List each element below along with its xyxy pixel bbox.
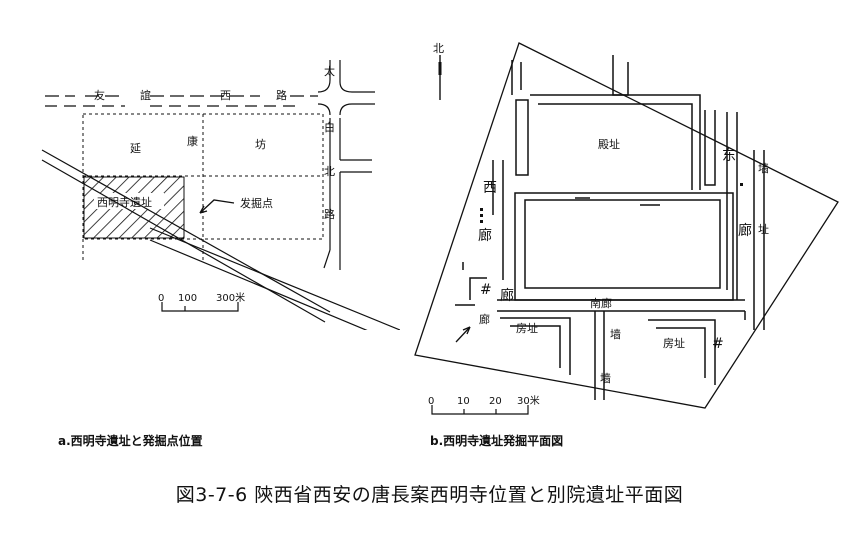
dig-point-label: 发掘点 <box>240 196 273 210</box>
scale-b-tick-0: 0 <box>428 396 434 407</box>
figure-caption: 図3-7-6 陝西省西安の唐長案西明寺位置と別院遺址平面図 <box>175 484 684 506</box>
road-taibai-north <box>323 118 372 270</box>
north-label: 北 <box>433 42 444 55</box>
ximing-site-label: 西明寺遺址 <box>97 195 152 209</box>
panel-b-excavation-plan: 北 <box>414 42 839 409</box>
road-label-bai: 白 <box>324 120 335 134</box>
block-label-fang: 坊 <box>255 137 266 151</box>
road-label-bei: 北 <box>324 165 335 178</box>
panel-b-caption: b.西明寺遺址発掘平面図 <box>430 433 563 448</box>
plan-walls <box>455 55 765 400</box>
dotted-marks <box>480 183 743 223</box>
diagonal-rail-lines <box>41 149 400 330</box>
wall-center-label-2: 墙 <box>600 371 611 385</box>
panel-a-caption: a.西明寺遺址と発掘点位置 <box>58 433 203 448</box>
wall-right-label-1: 墙 <box>758 161 769 175</box>
panel-b-scale-bar: 0 10 20 30米 <box>428 394 540 415</box>
dig-point-arrow <box>199 199 235 214</box>
scale-a-tick-0: 0 <box>158 293 164 304</box>
corridor-pointer-arrow <box>455 326 471 343</box>
scale-a-tick-300: 300米 <box>216 291 245 304</box>
well-right-mark: # <box>712 336 724 352</box>
south-corridor-label: 南廊 <box>590 296 612 310</box>
west-corridor-label-2: 廊 <box>478 227 492 244</box>
scale-a-tick-100: 100 <box>178 293 197 304</box>
scale-b-tick-10: 10 <box>457 396 470 407</box>
east-corridor-label-2: 廊 <box>738 222 752 239</box>
corridor-left-label: 廊 <box>479 312 490 326</box>
panel-a-scale-bar: 0 100 300米 <box>158 291 245 312</box>
road-label-tai: 太 <box>324 65 335 78</box>
block-label-kang: 康 <box>187 134 198 148</box>
scale-b-tick-20: 20 <box>489 396 502 407</box>
road-label-lu2: 路 <box>324 208 335 221</box>
block-grid <box>82 113 324 262</box>
room-right-label: 房址 <box>663 336 685 350</box>
excavation-boundary <box>414 42 839 409</box>
road-label-lu: 路 <box>276 89 287 102</box>
hall-label: 殿址 <box>598 137 620 151</box>
wall-right-label-2: 址 <box>758 222 769 236</box>
scale-b-tick-30: 30米 <box>517 394 540 407</box>
corridor-small-label: 廊 <box>500 287 514 304</box>
well-left-mark: # <box>480 282 492 298</box>
panel-a-location-map: 友 誼 西 路 太 白 北 路 延 康 坊 西明寺遺址 发掘点 <box>41 60 400 330</box>
east-corridor-label-1: 东 <box>722 148 736 164</box>
room-left-label: 房址 <box>516 321 538 335</box>
west-corridor-label-1: 西 <box>483 180 497 196</box>
road-youyi-west <box>45 60 375 116</box>
road-label-xi: 西 <box>220 89 231 102</box>
block-label-yan: 延 <box>130 142 141 155</box>
road-label-you: 友 <box>94 88 105 102</box>
wall-center-label-1: 墙 <box>610 327 621 341</box>
road-label-yi: 誼 <box>140 88 151 102</box>
